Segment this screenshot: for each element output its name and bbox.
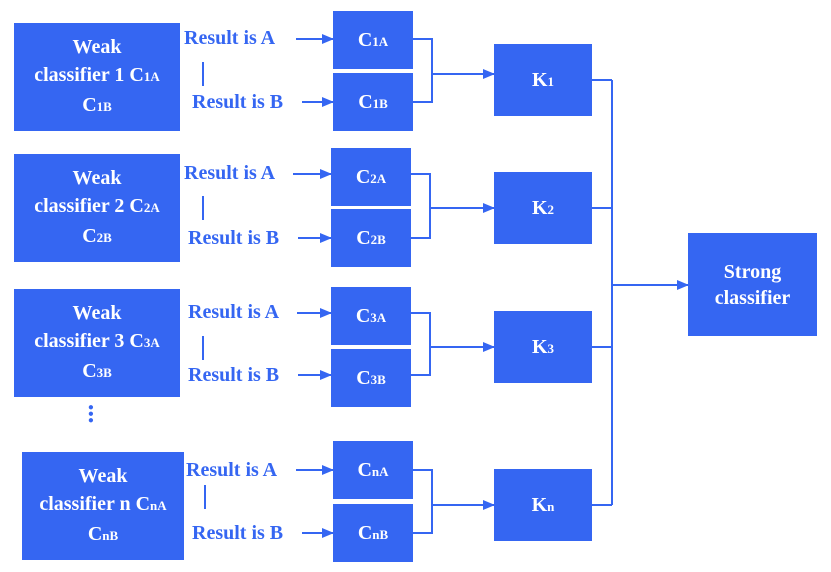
weak-classifier-n-label: classifier n C: [39, 493, 151, 515]
weak-classifier-2-c: C: [82, 225, 97, 247]
weak-classifier-3: Weak classifier 3 C3A C3B: [14, 289, 180, 397]
k2-k: K: [531, 196, 548, 219]
outcome-box-nb: CnB: [333, 504, 413, 562]
outcome-nb-c: C: [357, 521, 373, 544]
merge-bracket-1: [413, 38, 433, 103]
outcome-3a-c: C: [355, 304, 371, 327]
weak-classifier-n-subscript-b: nB: [102, 528, 119, 543]
result-b-label-3: Result is B: [188, 364, 280, 386]
outcome-1a-c: C: [357, 28, 373, 51]
weak-classifier-2-subscript-a: 2A: [143, 200, 160, 215]
weak-classifier-3-subscript-a: 3A: [143, 335, 160, 350]
weak-classifier-3-title: Weak: [72, 302, 122, 324]
strong-classifier: Strong classifier: [688, 233, 817, 336]
weak-classifier-1-subscript-a: 1A: [143, 69, 160, 84]
weak-classifier-2-title: Weak: [72, 167, 122, 189]
weak-classifier-3-subscript-b: 3B: [96, 365, 112, 380]
k3-subscript: 3: [547, 340, 555, 356]
outcome-box-3a: C3A: [331, 287, 411, 345]
merge-bracket-4: [413, 469, 433, 534]
outcome-na-subscript: nA: [371, 463, 389, 479]
weak-classifier-1-label: classifier 1 C: [34, 64, 144, 86]
vertical-ellipsis: ...: [83, 404, 112, 424]
kn-k: K: [531, 493, 548, 516]
weak-classifier-1-subscript-b: 1B: [96, 99, 112, 114]
k2-subscript: 2: [547, 201, 555, 217]
result-b-label-2: Result is B: [188, 227, 280, 249]
outcome-2a-c: C: [355, 165, 371, 188]
outcome-2b-subscript: 2B: [370, 231, 386, 247]
kn-subscript: n: [547, 498, 555, 514]
merge-bracket-3: [411, 312, 431, 376]
outcome-box-1b: C1B: [333, 73, 413, 131]
result-a-label-3: Result is A: [188, 301, 280, 323]
k1-subscript: 1: [547, 73, 555, 89]
weak-classifier-n-subscript-a: nA: [150, 498, 167, 513]
outcome-1b-subscript: 1B: [372, 95, 388, 111]
weak-classifier-1: Weak classifier 1 C1A C1B: [14, 23, 180, 131]
outcome-box-3b: C3B: [331, 349, 411, 407]
merge-bracket-2: [411, 173, 431, 239]
weak-classifier-2-subscript-b: 2B: [96, 230, 112, 245]
weak-classifier-2-label: classifier 2 C: [34, 195, 144, 217]
outcome-box-1a: C1A: [333, 11, 413, 69]
outcome-3b-c: C: [356, 366, 371, 389]
result-b-label-n: Result is B: [192, 522, 284, 544]
outcome-1a-subscript: 1A: [372, 33, 389, 49]
outcome-3a-subscript: 3A: [370, 309, 387, 325]
combiner-box-kn: Kn: [494, 469, 592, 541]
outcome-box-na: CnA: [333, 441, 413, 499]
strong-classifier-line1: Strong: [723, 260, 782, 283]
outcome-3b-subscript: 3B: [370, 371, 386, 387]
outcome-2b-c: C: [356, 226, 371, 249]
combiner-box-k1: K1: [494, 44, 592, 116]
weak-classifier-3-c: C: [82, 360, 97, 382]
weak-classifier-1-c: C: [82, 94, 97, 116]
outcome-na-c: C: [357, 458, 372, 481]
result-a-label-2: Result is A: [184, 162, 276, 184]
outcome-1b-c: C: [358, 90, 373, 113]
k1-k: K: [531, 68, 548, 91]
weak-classifier-n: Weak classifier n CnA CnB: [22, 452, 184, 560]
outcome-box-2a: C2A: [331, 148, 411, 206]
result-a-label-n: Result is A: [186, 459, 278, 481]
weak-classifier-n-c: C: [87, 523, 103, 545]
result-a-label-1: Result is A: [184, 27, 276, 49]
outcome-nb-subscript: nB: [372, 526, 389, 542]
k3-k: K: [531, 335, 548, 358]
weak-classifier-3-label: classifier 3 C: [34, 330, 144, 352]
weak-classifier-n-title: Weak: [78, 465, 128, 487]
outcome-2a-subscript: 2A: [370, 170, 387, 186]
combiner-box-k3: K3: [494, 311, 592, 383]
combiner-box-k2: K2: [494, 172, 592, 244]
weak-classifier-1-title: Weak: [72, 36, 122, 58]
strong-classifier-line2: classifier: [714, 286, 791, 309]
outcome-box-2b: C2B: [331, 209, 411, 267]
weak-classifier-2: Weak classifier 2 C2A C2B: [14, 154, 180, 262]
result-b-label-1: Result is B: [192, 91, 284, 113]
